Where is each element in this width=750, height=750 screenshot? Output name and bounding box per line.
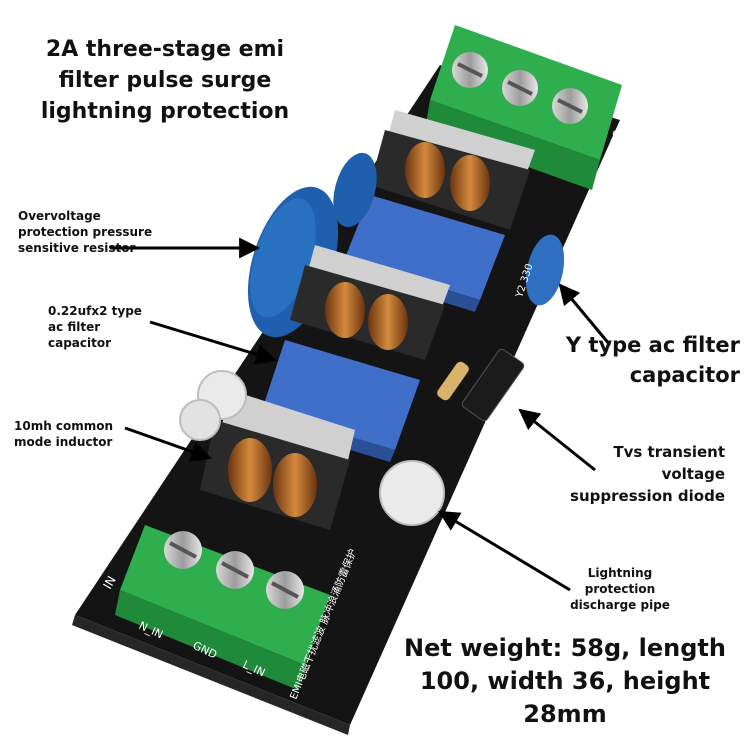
arrow-tvs — [518, 408, 596, 472]
common-mode-inductor-top — [370, 110, 535, 230]
pcb-edge — [72, 615, 350, 735]
y-capacitor — [525, 234, 565, 306]
tvs-diode — [437, 348, 525, 422]
label-y-capacitor: Y type ac filter capacitor — [565, 333, 740, 387]
label-capacitor: 0.22ufx2 type ac filter capacitor — [48, 304, 142, 350]
label-varistor: Overvoltage protection pressure sensitiv… — [18, 209, 153, 255]
gas-discharge-tube — [379, 460, 445, 526]
pcb-in-text: IN — [100, 574, 118, 592]
pcb-ac-text: AC — [552, 297, 567, 313]
common-mode-inductor-middle — [290, 245, 450, 360]
varistor-disk — [247, 152, 377, 338]
headline: 2A three-stage emi filter pulse surge li… — [40, 37, 290, 124]
label-tvs: Tvs transient voltage suppression diode — [570, 443, 725, 505]
arrow-discharge — [438, 510, 571, 592]
label-inductor: 10mh common mode inductor — [14, 419, 114, 449]
arrow-y-cap — [558, 283, 612, 346]
label-discharge: Lightning protection discharge pipe — [570, 566, 670, 612]
input-terminal-block — [115, 525, 330, 690]
arrow-capacitor — [149, 320, 278, 365]
arrow-inductor — [124, 426, 212, 462]
common-mode-inductor-bottom — [200, 390, 355, 530]
spec-text: Net weight: 58g, length 100, width 36, h… — [404, 634, 726, 728]
